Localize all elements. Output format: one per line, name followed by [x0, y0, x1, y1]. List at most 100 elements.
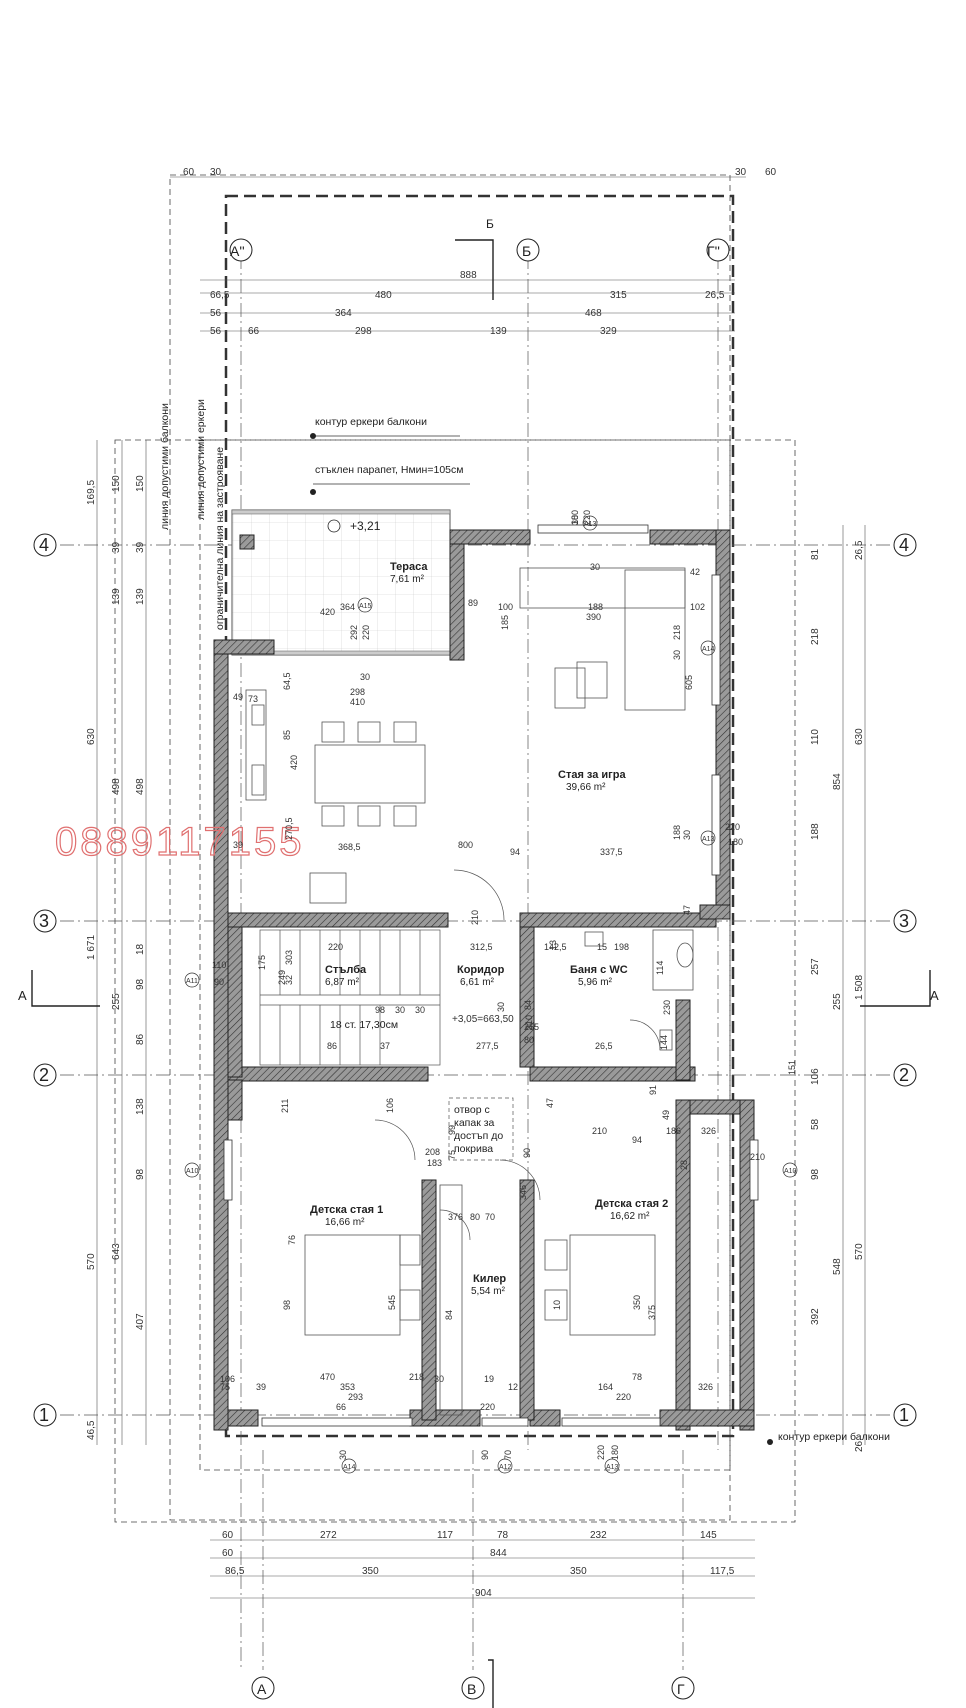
inner-dim: 70: [485, 1212, 495, 1222]
terrace-floor: [231, 509, 451, 656]
inner-dim: 151: [787, 1060, 797, 1075]
inner-dim: 32: [284, 975, 294, 985]
inner-dim: 30: [360, 672, 370, 682]
inner-dim: 99: [447, 1125, 457, 1135]
inner-dim: 37: [380, 1041, 390, 1051]
inner-dim: 49: [233, 692, 243, 702]
bottom-dim-r2-1: 60: [222, 1548, 234, 1559]
inner-dim: 94: [510, 847, 520, 857]
inner-dim: 90: [480, 1450, 490, 1460]
left-dim-c1-5: 46,5: [86, 1420, 97, 1440]
inner-dim: 312,5: [470, 942, 493, 952]
inner-dim: 188: [672, 825, 682, 840]
inner-dim: 70: [503, 1450, 513, 1460]
left-dim-c3-6: 98: [135, 978, 146, 990]
callout-label: A12: [499, 1464, 512, 1471]
axis-row-3-left: 3: [39, 911, 49, 931]
inner-dim: 350: [632, 1295, 642, 1310]
section-mark-top: Б: [486, 217, 494, 231]
inner-dim: 47: [545, 1098, 555, 1108]
top-dim-r3-3: 468: [585, 308, 602, 319]
inner-dim: 292: [349, 625, 359, 640]
axis-col-g-bottom: Г: [677, 1681, 685, 1697]
axis-col-g-top: Г'': [707, 243, 720, 259]
left-dim-c3-4: 498: [135, 778, 146, 795]
bottom-dim-r1-4: 78: [497, 1530, 509, 1541]
top-dim-r4-1: 56: [210, 326, 222, 337]
note-hatch-3: достъп до: [454, 1130, 503, 1142]
inner-dim: 218: [672, 625, 682, 640]
inner-dim: 376: [448, 1212, 463, 1222]
room-name-bathroom: Баня с WC: [570, 964, 628, 976]
inner-dim: 30: [496, 1002, 506, 1012]
room-name-storage: Килер: [473, 1273, 506, 1285]
right-dim-c2-9: 58: [810, 1118, 821, 1130]
top-dim-edge-2: 30: [210, 167, 222, 178]
inner-dim: 255: [524, 1022, 539, 1032]
inner-dim: 84: [444, 1310, 454, 1320]
right-dimensions: 26,5 854 1 508 81 218 630 110 188 257 25…: [810, 540, 865, 1452]
top-dim-r2-3: 315: [610, 290, 627, 301]
top-dim-edge-3: 30: [735, 167, 747, 178]
callout-label: A11: [186, 978, 198, 985]
right-dim-c2-6: 257: [810, 958, 821, 975]
room-name-terrace: Тераса: [390, 561, 428, 573]
inner-dim: 210: [524, 1015, 534, 1030]
axis-col-v-bottom: В: [467, 1681, 476, 1697]
inner-dim: 198: [614, 942, 629, 952]
bottom-dim-r3-3: 350: [570, 1566, 587, 1577]
inner-dim: 364: [340, 602, 355, 612]
inner-dim: 106: [385, 1098, 395, 1113]
bottom-dim-r3-4: 117,5: [710, 1566, 735, 1577]
bottom-dim-r3-1: 86,5: [225, 1566, 245, 1577]
inner-dim: 86: [327, 1041, 337, 1051]
left-dim-c3-1: 150: [135, 475, 146, 492]
inner-dim: 605: [684, 675, 694, 690]
axis-row-2-right: 2: [899, 1065, 909, 1085]
staircase: [259, 929, 441, 1066]
inner-dim: 84: [523, 1000, 533, 1010]
callout-circle: [497, 1458, 513, 1474]
axis-row-4-left: 4: [39, 535, 49, 555]
right-dim-c2-10: 98: [810, 1168, 821, 1180]
inner-dim: 800: [458, 840, 473, 850]
left-dim-c3-5: 18: [135, 943, 146, 955]
inner-dim: 220: [596, 1445, 606, 1460]
furniture: [245, 567, 694, 1416]
axis-row-2-left: 2: [39, 1065, 49, 1085]
walls: [213, 529, 755, 1431]
axis-row-4-right: 4: [899, 535, 909, 555]
inner-dim: 90: [522, 1148, 532, 1158]
left-dim-c2-2: 39: [111, 541, 122, 553]
inner-dim: 326: [698, 1382, 713, 1392]
inner-dim: 110: [212, 960, 226, 970]
inner-dim: 368,5: [338, 842, 361, 852]
inner-dim: 102: [690, 602, 705, 612]
axis-col-b-top: Б: [522, 243, 531, 259]
axis-bubbles: [33, 238, 917, 1700]
inner-dim: 49: [661, 1110, 671, 1120]
callout-circle: [582, 515, 598, 531]
inner-dim: 220: [725, 822, 740, 832]
left-dimensions: 169,5 630 1 671 570 46,5 150 39 139 498 …: [86, 475, 146, 1440]
inner-dim: 64,5: [282, 672, 292, 690]
inner-dim: 220: [616, 1392, 631, 1402]
inner-dim: 144: [659, 1035, 669, 1050]
inner-dim: 337,5: [600, 847, 623, 857]
left-dim-c1-2: 630: [86, 728, 97, 745]
inner-dim: 42: [690, 567, 700, 577]
note-stair-level: +3,05=663,50: [452, 1014, 514, 1025]
inner-dim: 89: [468, 598, 478, 608]
inner-dim: 13: [548, 940, 558, 950]
inner-dim: 80: [470, 1212, 480, 1222]
inner-dim: 218: [409, 1372, 424, 1382]
callout-label: A10: [784, 1168, 797, 1175]
left-dim-c2-1: 150: [111, 475, 122, 492]
bottom-dim-r1-5: 232: [590, 1530, 607, 1541]
inner-dim: 211: [280, 1099, 290, 1113]
left-dim-c3-2: 39: [135, 541, 146, 553]
left-dim-c2-3: 139: [111, 588, 122, 605]
room-name-playroom: Стая за игра: [558, 769, 626, 781]
top-dim-r2-1: 66,5: [210, 290, 230, 301]
